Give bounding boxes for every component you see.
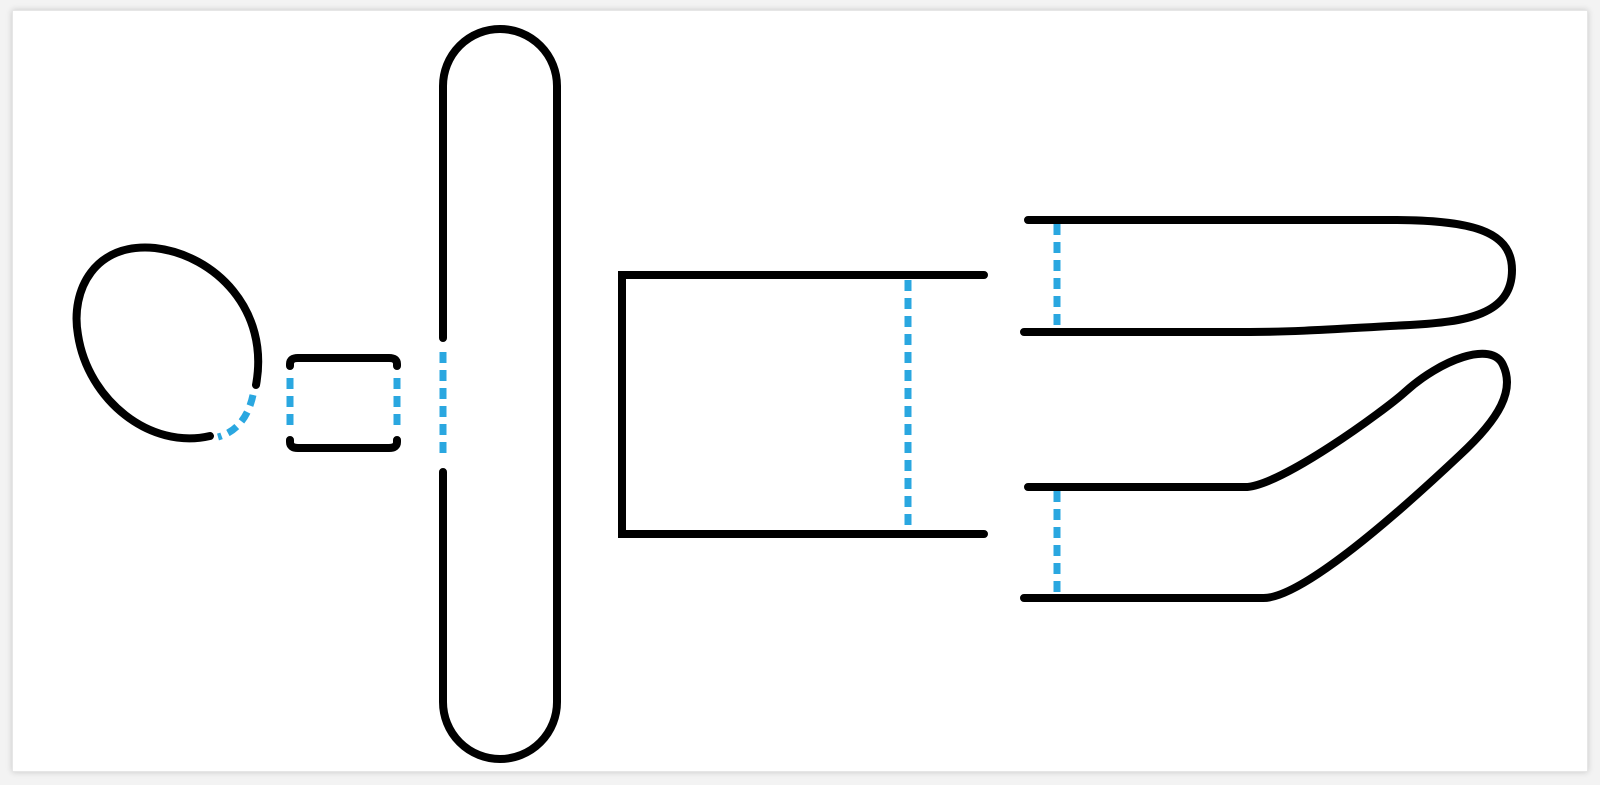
oval-shape [72, 243, 263, 443]
angled-tongue-outline [1020, 349, 1511, 602]
small-square-shape [286, 354, 401, 452]
diagram-frame [12, 10, 1588, 772]
stadium-outline [439, 25, 561, 763]
horizontal-tongue-outline [1020, 216, 1516, 336]
oval-cut-line [216, 394, 257, 441]
angled-tongue-shape [1020, 349, 1511, 602]
small-square-bottom-edge [286, 436, 401, 452]
horizontal-tongue-shape [1020, 216, 1516, 336]
oval-outline [72, 243, 263, 443]
open-rectangle-shape [618, 271, 988, 538]
small-square-top-edge [286, 354, 401, 370]
tall-stadium-shape [439, 25, 561, 763]
open-rectangle-outline [618, 271, 988, 538]
